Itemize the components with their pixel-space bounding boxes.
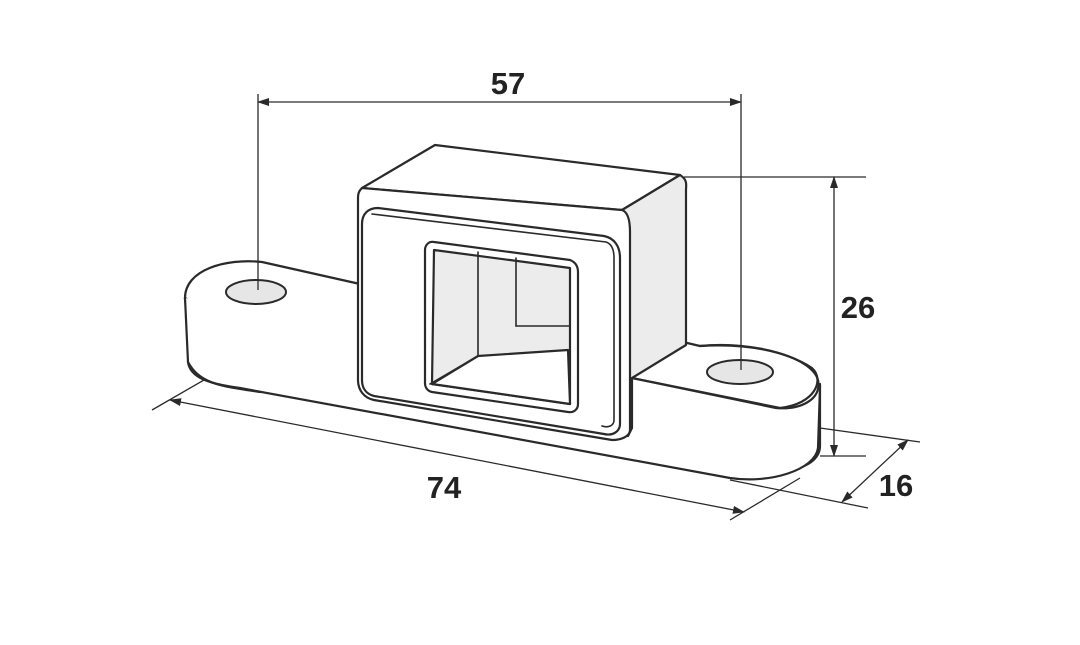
dimension-16: 16	[729, 427, 921, 509]
dimension-74: 74	[151, 379, 801, 521]
left-bolt-hole	[225, 279, 287, 305]
right-bolt-hole	[706, 359, 774, 385]
dimension-57: 57	[257, 66, 742, 370]
dimension-57-label: 57	[491, 66, 525, 101]
dimension-26-label: 26	[841, 290, 875, 325]
dimension-74-label: 74	[427, 470, 462, 505]
dimension-26: 26	[684, 176, 875, 457]
dimension-16-label: 16	[879, 468, 913, 503]
square-block	[356, 143, 688, 442]
